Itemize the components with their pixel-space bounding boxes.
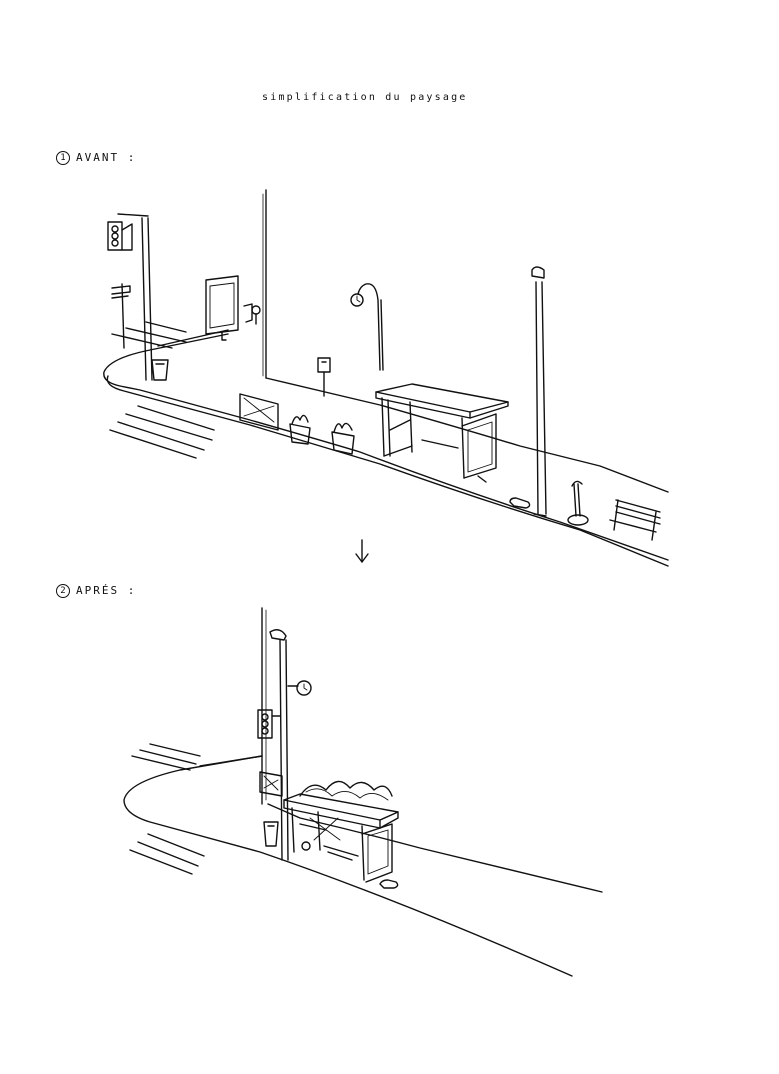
street-sign-post (112, 284, 130, 348)
bus-shelter (376, 384, 508, 482)
building-corner-after (262, 608, 266, 804)
railing-barrier (240, 394, 278, 430)
page-title: simplification du paysage (262, 92, 468, 103)
section-label-before: 1 AVANT : (56, 151, 136, 165)
planter-1 (290, 415, 310, 444)
building-corner (263, 190, 266, 378)
sidewalk (104, 330, 668, 566)
post-box (318, 358, 330, 396)
trash-bin (152, 360, 168, 380)
planter-2 (332, 423, 354, 454)
advertising-panel (206, 276, 238, 340)
wall-meter (244, 304, 260, 324)
crosswalk-bottom-after (130, 834, 204, 874)
scene-before (104, 190, 668, 566)
crosswalk-top-after (132, 744, 200, 770)
transition-arrow (356, 540, 368, 562)
sidewalk-after (124, 756, 602, 976)
ground-bollard-after (380, 880, 398, 888)
section-number-after: 2 (56, 584, 70, 598)
ground-bollard (510, 498, 530, 508)
section-number-before: 1 (56, 151, 70, 165)
water-fountain (568, 481, 588, 525)
street-lamp (532, 267, 546, 516)
scene-after (124, 608, 602, 976)
crosswalk-near (110, 406, 214, 458)
crosswalk-far (112, 322, 186, 348)
street-clock (351, 284, 383, 370)
planted-bus-shelter (284, 781, 398, 882)
section-title-after: APRÉS : (76, 584, 137, 597)
section-title-before: AVANT : (76, 151, 137, 164)
traffic-light (108, 214, 152, 380)
bench (610, 500, 660, 540)
combined-pole (258, 630, 311, 860)
section-label-after: 2 APRÉS : (56, 584, 136, 598)
